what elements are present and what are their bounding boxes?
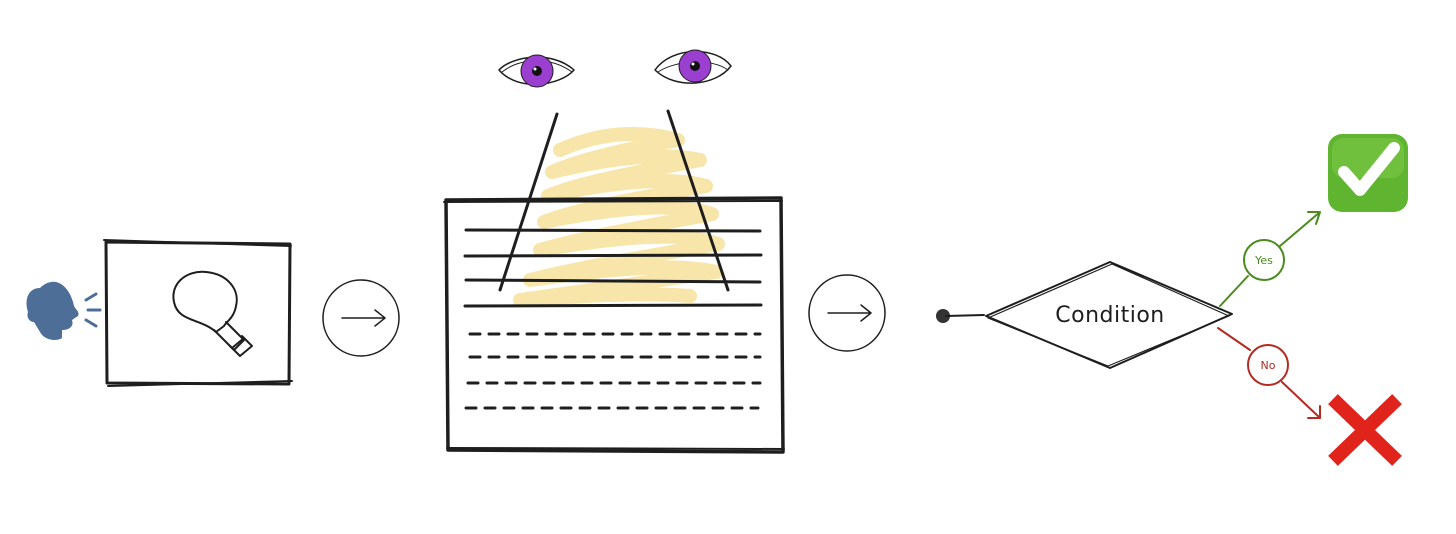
right-eye [654, 49, 732, 84]
condition-label: Condition [1055, 303, 1164, 328]
no-label: No [1261, 359, 1276, 372]
yes-label: Yes [1254, 254, 1273, 267]
gaze-lines [498, 109, 730, 292]
right-arrow-icon [341, 309, 386, 327]
left-eye [498, 54, 575, 88]
speaking-head-icon [26, 281, 102, 340]
dashed-text-lines [464, 332, 762, 410]
arrow-circle-2 [808, 274, 886, 352]
condition-diamond: Condition [985, 261, 1233, 369]
yes-branch: Yes [1219, 211, 1321, 307]
no-branch: No [1217, 327, 1321, 419]
highlight-scribble [513, 127, 725, 307]
start-dot [936, 309, 985, 323]
document [443, 196, 785, 454]
right-arrow-icon [827, 304, 872, 322]
cross-mark-icon [1328, 394, 1402, 466]
solid-text-lines [463, 228, 763, 308]
arrow-circle-1 [322, 279, 400, 357]
eyes-icon [498, 49, 732, 88]
check-mark-icon [1328, 134, 1408, 212]
lightbulb-icon [172, 270, 253, 357]
idea-box [103, 239, 293, 387]
